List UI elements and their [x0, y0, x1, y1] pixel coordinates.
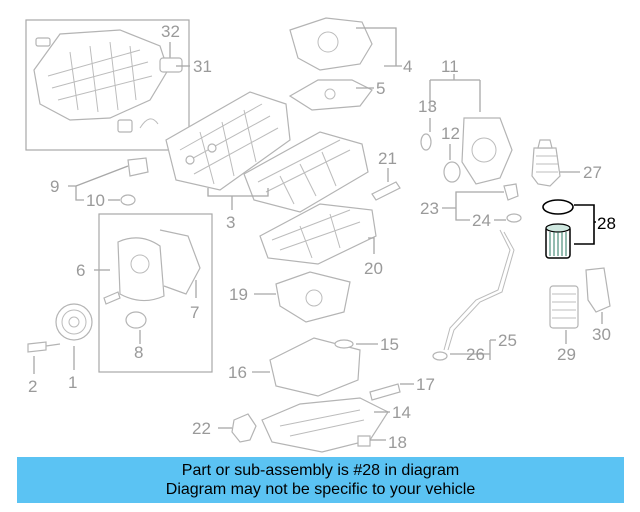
callout-11: 11 [441, 57, 459, 76]
oring-8-drawing [125, 311, 147, 329]
notice-line-1: Part or sub-assembly is #28 in diagram [181, 462, 460, 479]
callout-24: 24 [472, 211, 491, 230]
dipstick-tube-drawing [443, 229, 511, 351]
leader-4 [356, 27, 402, 67]
leader-26 [450, 340, 491, 360]
callout-5: 5 [376, 79, 385, 98]
callout-18: 18 [388, 433, 407, 452]
callout-8: 8 [134, 343, 143, 362]
fitting-23-drawing [503, 183, 519, 201]
seal-26-drawing [432, 351, 448, 361]
leader-3 [207, 188, 269, 210]
callout-26: 26 [466, 345, 485, 364]
callout-21: 21 [378, 149, 397, 168]
callout-1: 1 [68, 373, 77, 392]
callout-7: 7 [190, 303, 199, 322]
callout-32: 32 [161, 22, 180, 41]
baffle-19-drawing [275, 271, 351, 323]
bolt-2-drawing [27, 341, 61, 353]
callout-28: 28 [597, 214, 616, 233]
bracket-30-drawing [585, 267, 611, 313]
leader-28 [574, 204, 596, 245]
sensor-9-drawing [127, 157, 149, 177]
callout-13: 13 [418, 97, 437, 116]
timing-cover-upper-drawing [288, 17, 373, 111]
washer-24-drawing [506, 213, 522, 223]
sensor-22-drawing [231, 413, 257, 443]
pump-group-box [98, 213, 213, 373]
callout-16: 16 [228, 363, 247, 382]
oil-cooler-29-drawing [549, 285, 579, 329]
front-cover-drawing [461, 117, 513, 185]
drain-plug-18-drawing [357, 435, 371, 447]
leader-11 [429, 74, 481, 112]
callout-10: 10 [86, 191, 105, 210]
callout-29: 29 [557, 345, 576, 364]
callout-4: 4 [403, 57, 412, 76]
gasket-16-drawing [269, 337, 361, 397]
cylinder-head-drawing [165, 91, 291, 191]
oil-filter-cap-drawing [531, 139, 561, 187]
oil-filter-element-28 [542, 199, 574, 259]
callout-31: 31 [193, 57, 212, 76]
intake-manifold-group-box [25, 19, 190, 151]
callout-30: 30 [592, 325, 611, 344]
strainer-17-drawing [369, 383, 401, 401]
leader-23 [442, 191, 504, 221]
callout-3: 3 [226, 213, 235, 232]
notice-banner: Part or sub-assembly is #28 in diagram D… [17, 457, 624, 503]
seal-12-drawing [443, 161, 461, 183]
callout-2: 2 [28, 377, 37, 396]
callout-27: 27 [583, 163, 602, 182]
intake-manifold-drawing [33, 29, 169, 133]
oil-pan-lower-drawing [261, 397, 389, 453]
oil-pan-upper-drawing [259, 203, 377, 265]
callout-9: 9 [50, 177, 59, 196]
valve-cover-drawing [243, 131, 369, 213]
parts-diagram: 32 31 3 4 5 11 13 12 27 [25, 17, 616, 453]
pulley-1-drawing [55, 303, 93, 341]
seal-13-drawing [420, 133, 432, 151]
callout-15: 15 [380, 335, 399, 354]
callout-22: 22 [192, 419, 211, 438]
pump-housing-drawing [117, 229, 201, 302]
callout-17: 17 [416, 375, 435, 394]
callout-20: 20 [364, 259, 383, 278]
callout-14: 14 [392, 403, 411, 422]
gasket-32-drawing [159, 57, 183, 73]
oring-15-drawing [334, 339, 354, 349]
callout-19: 19 [229, 285, 248, 304]
callout-12: 12 [441, 124, 460, 143]
leader-9 [68, 165, 129, 201]
callout-23: 23 [420, 199, 439, 218]
sensor-21-drawing [371, 181, 401, 201]
leader-20 [368, 237, 375, 254]
callout-6: 6 [76, 261, 85, 280]
seal-10-drawing [120, 194, 136, 206]
notice-line-2: Diagram may not be specific to your vehi… [165, 481, 476, 498]
bolt-pump-drawing [103, 291, 121, 305]
callout-25: 25 [498, 331, 517, 350]
